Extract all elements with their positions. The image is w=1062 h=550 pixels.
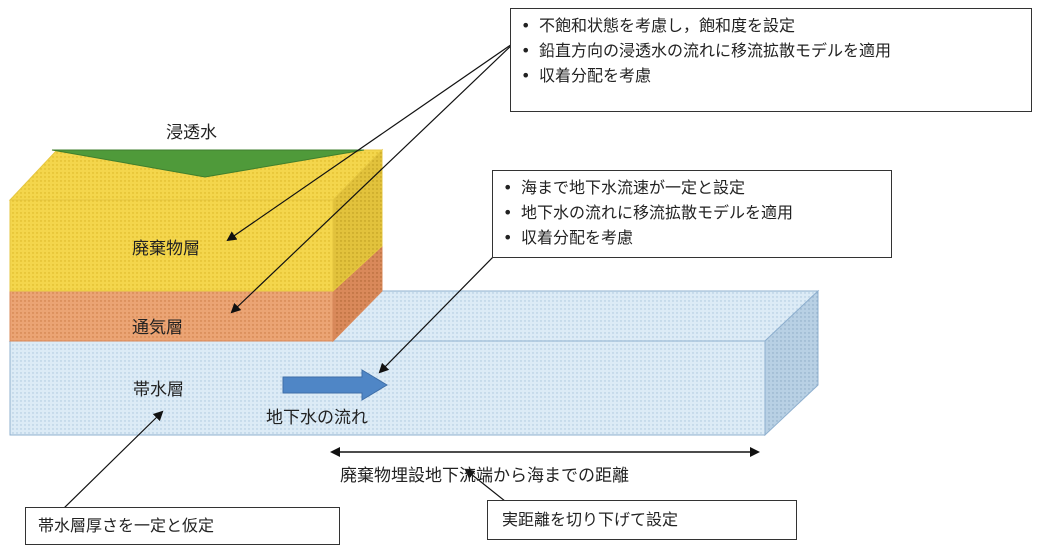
callout-top-item: 鉛直方向の浸透水の流れに移流拡散モデルを適用	[511, 38, 1031, 63]
callout-bottom-right-text: 実距離を切り下げて設定	[502, 510, 679, 529]
waste-layer-label: 廃棄物層	[132, 239, 200, 259]
aeration-layer-label: 通気層	[132, 318, 183, 338]
callout-bottom-right: 実距離を切り下げて設定	[487, 500, 797, 540]
callout-bottom-left: 帯水層厚さを一定と仮定	[25, 507, 340, 545]
leader-bottom-right-to-distance	[464, 468, 511, 506]
leader-top-to-aeration	[230, 41, 516, 314]
infiltration-label: 浸透水	[166, 123, 217, 143]
infiltration-wedge	[51, 149, 365, 178]
aquifer-front-face	[9, 340, 766, 436]
leader-middle-to-aquifer	[378, 252, 498, 374]
aeration-layer-block	[9, 244, 383, 343]
callout-middle: 海まで地下水流速が一定と設定 地下水の流れに移流拡散モデルを適用 収着分配を考慮	[492, 170, 892, 258]
aquifer-label: 帯水層	[133, 380, 184, 400]
distance-label: 廃棄物埋設地下流端から海までの距離	[340, 466, 629, 486]
leader-top-to-waste	[226, 41, 516, 242]
leader-bottom-left-to-aquifer	[61, 410, 164, 511]
callout-bottom-left-text: 帯水層厚さを一定と仮定	[38, 516, 215, 535]
groundwater-flow-arrow	[282, 369, 388, 401]
waste-front-face	[9, 199, 334, 292]
callout-middle-item: 地下水の流れに移流拡散モデルを適用	[493, 200, 891, 225]
groundwater-flow-label: 地下水の流れ	[266, 408, 368, 428]
callout-top-item: 不飽和状態を考慮し，飽和度を設定	[511, 13, 1031, 38]
aeration-front-face	[9, 290, 334, 342]
callout-middle-item: 海まで地下水流速が一定と設定	[493, 175, 891, 200]
callout-top: 不飽和状態を考慮し，飽和度を設定 鉛直方向の浸透水の流れに移流拡散モデルを適用 …	[510, 8, 1032, 112]
callout-top-item: 収着分配を考慮	[511, 63, 1031, 88]
callout-middle-item: 収着分配を考慮	[493, 225, 891, 250]
